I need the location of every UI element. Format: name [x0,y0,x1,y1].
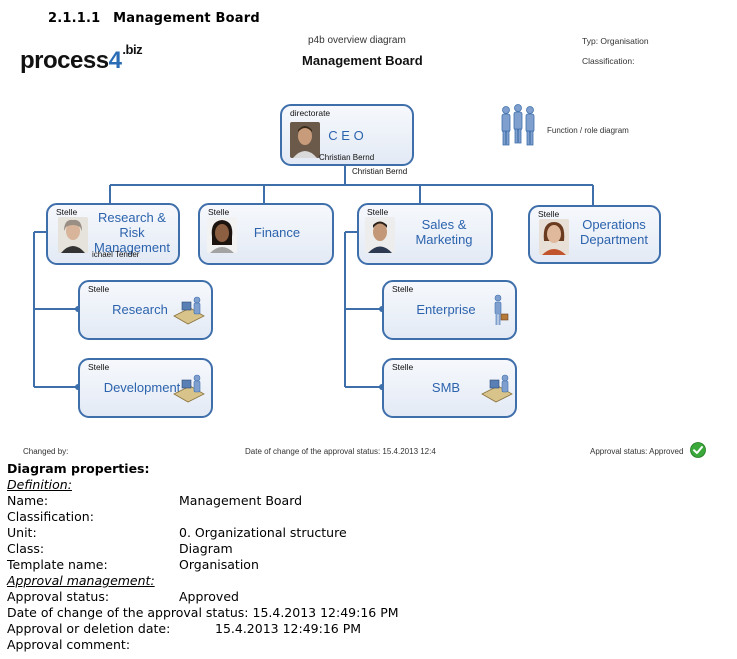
diagram-typ: Typ: Organisation [582,36,649,46]
person-with-briefcase-icon [494,294,509,325]
operations-label-line1: Operations [582,217,646,232]
property-row-unit: Unit: 0. Organizational structure [7,525,347,540]
research-box[interactable]: Stelle Research [78,280,213,340]
property-row-classification: Classification: [7,509,94,524]
function-role-diagram-label: Function / role diagram [547,126,629,135]
function-role-diagram-icon[interactable] [498,104,544,152]
org-chart-connectors [33,160,594,390]
date-change-footer: Date of change of the approval status: 1… [245,447,439,456]
finance-box[interactable]: Stelle Finance [198,203,334,265]
research-risk-person: ichael Tender [92,250,140,259]
operations-department-box[interactable]: Stelle Operations Department [528,205,661,264]
definition-heading: Definition: [7,477,72,492]
properties-title: Diagram properties: [7,461,150,476]
ceo-person-outside: Christian Bernd [352,167,408,176]
finance-label: Finance [253,225,301,240]
property-row-approval-status: Approval status: Approved [7,589,239,604]
person-at-desk-icon [173,296,205,325]
enterprise-box[interactable]: Stelle Enterprise [382,280,517,340]
section-number: 2.1.1.1 [48,11,101,26]
development-box[interactable]: Stelle Development [78,358,213,418]
operations-photo [539,219,569,255]
ceo-box[interactable]: directorate C E O Christian Bernd [280,104,414,166]
person-at-desk-icon [481,374,513,403]
research-risk-label-line1: Research & [98,210,166,225]
ceo-photo [290,122,320,158]
ceo-type: directorate [290,108,331,118]
sales-label-line2: Marketing [415,232,473,247]
process4biz-logo: process4.biz [20,42,143,74]
smb-label: SMB [431,380,461,395]
operations-label-line2: Department [580,232,648,247]
research-risk-label-line2: Risk [119,225,145,240]
sales-photo [365,217,395,253]
sales-label-line1: Sales & [421,217,467,232]
property-row-deletion-date: Approval or deletion date: 15.4.2013 12:… [7,621,362,636]
development-label: Development [103,380,181,395]
property-row-approval-comment: Approval comment: [7,637,131,652]
ceo-person: Christian Bernd [319,153,375,162]
enterprise-label: Enterprise [416,302,476,317]
diagram-title: Management Board [302,53,423,68]
research-risk-photo [58,217,88,253]
property-row-template: Template name: Organisation [7,557,259,572]
section-heading: 2.1.1.1 Management Board [48,11,260,26]
diagram-properties: Diagram properties: Definition: Name: Ma… [7,461,399,653]
approved-check-icon [690,442,706,458]
diagram-type: p4b overview diagram [308,35,406,46]
property-row-date-change: Date of change of the approval status: 1… [7,605,399,620]
sales-marketing-box[interactable]: Stelle Sales & Marketing [357,203,493,265]
property-row-name: Name: Management Board [7,493,303,508]
section-title: Management Board [113,11,260,26]
research-risk-management-box[interactable]: Stelle Research & Risk Management ichael… [46,203,180,265]
research-label: Research [112,302,168,317]
research-risk-label-line3: Management [94,240,170,255]
ceo-label: C E O [328,128,364,143]
finance-photo [207,217,237,253]
approval-heading: Approval management: [7,573,155,588]
changed-by-label: Changed by: [23,447,69,456]
property-row-class: Class: Diagram [7,541,233,556]
smb-box[interactable]: Stelle SMB [382,358,517,418]
person-at-desk-icon [173,374,205,403]
diagram-classification: Classification: [582,56,635,66]
approval-status-footer: Approval status: Approved [590,447,684,456]
